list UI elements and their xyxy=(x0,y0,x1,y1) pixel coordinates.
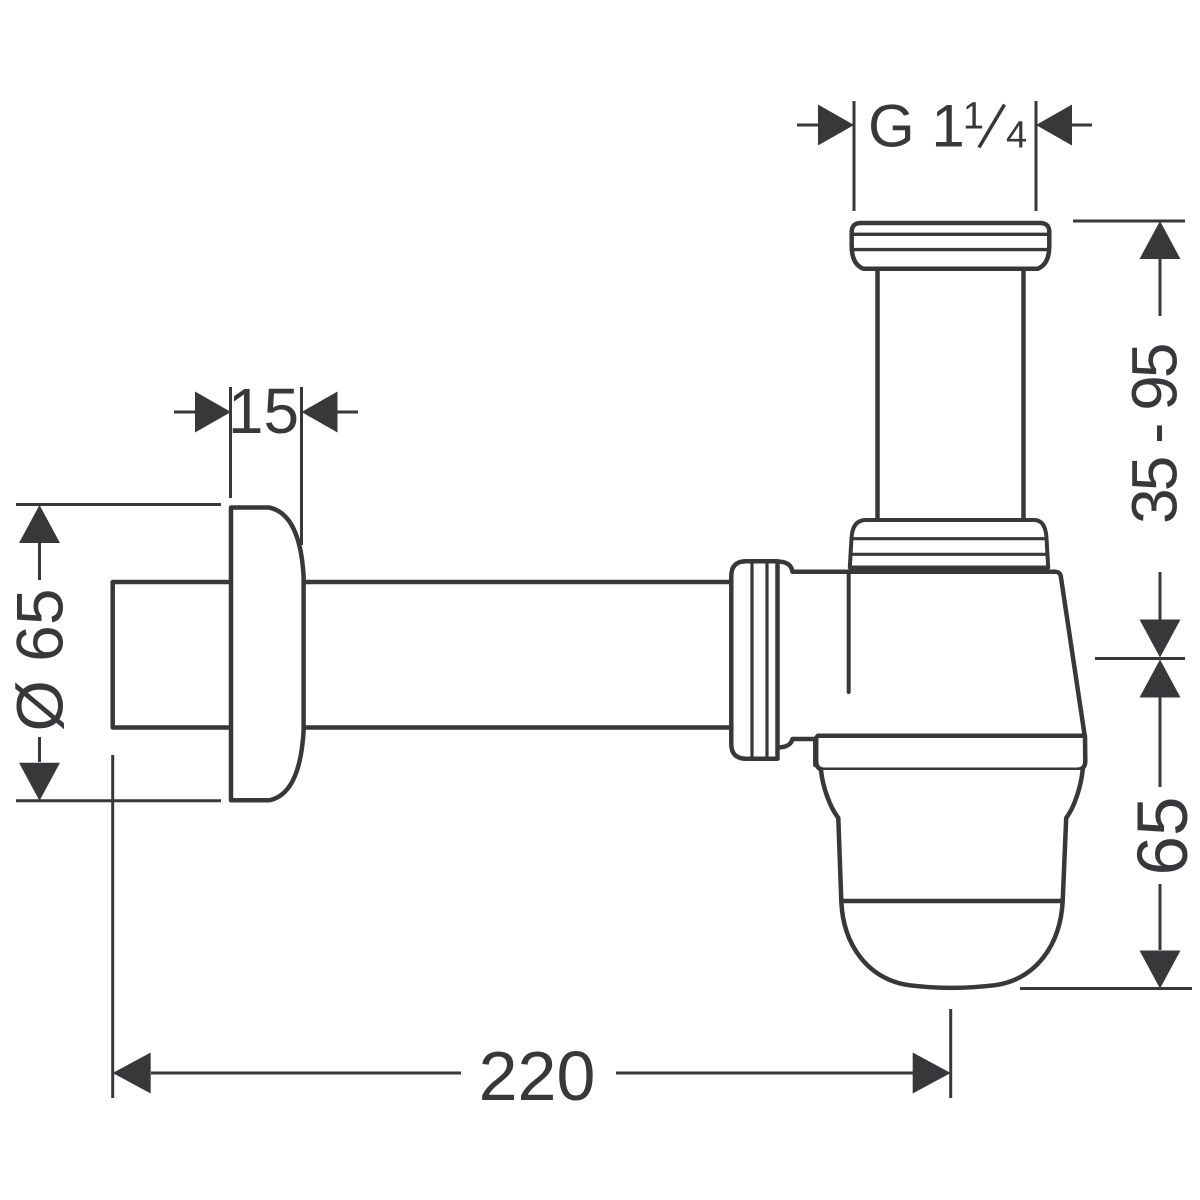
svg-text:4: 4 xyxy=(1006,115,1027,157)
svg-text:1: 1 xyxy=(963,96,984,138)
svg-text:35 - 95: 35 - 95 xyxy=(1119,345,1191,524)
svg-text:G 1: G 1 xyxy=(868,93,965,160)
svg-text:Ø 65: Ø 65 xyxy=(3,588,77,731)
svg-text:220: 220 xyxy=(479,1037,596,1115)
svg-text:65: 65 xyxy=(1124,797,1200,876)
svg-text:15: 15 xyxy=(228,375,299,447)
